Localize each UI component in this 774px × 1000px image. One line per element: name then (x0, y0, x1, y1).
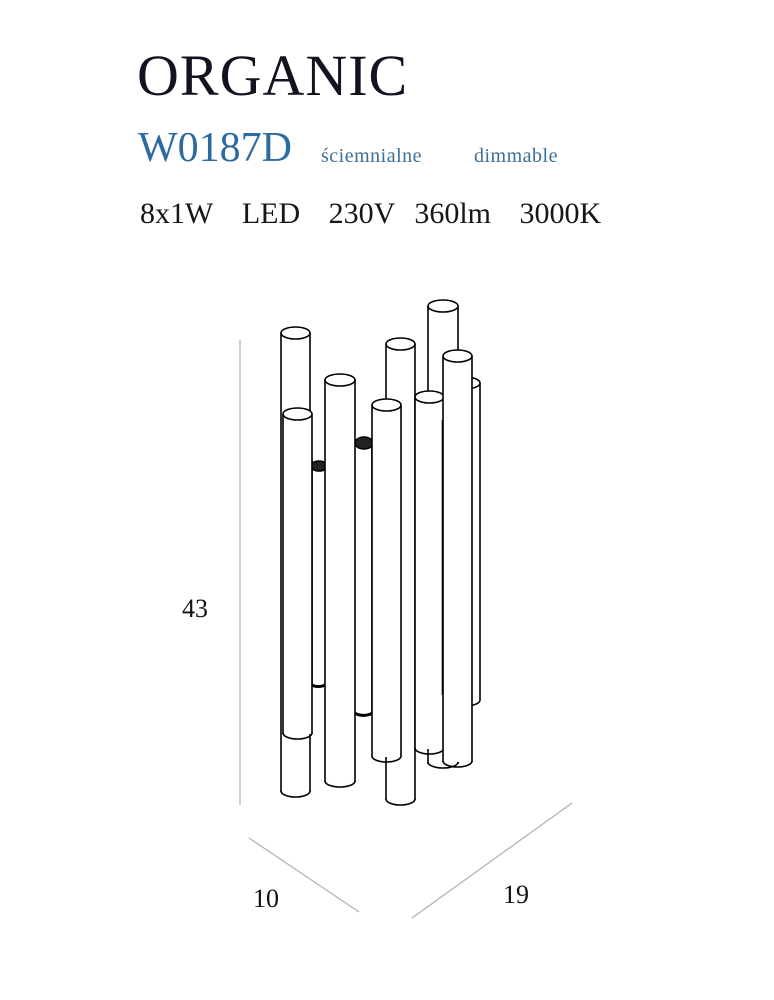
width-dimension-line (411, 802, 573, 919)
tube-right-front (442, 349, 473, 768)
height-dimension: 43 (182, 594, 208, 623)
spec-lumens: 360lm (414, 197, 491, 230)
product-code: W0187D (138, 125, 292, 171)
depth-dimension: 10 (253, 884, 279, 913)
product-name: ORGANIC (137, 43, 409, 108)
spec-power: 8x1W (140, 197, 214, 230)
tube-right (414, 390, 445, 755)
tube-connector-center (352, 436, 375, 717)
dimmable-label-en: dimmable (474, 145, 558, 167)
width-dimension: 19 (503, 880, 529, 909)
tube-center-front (371, 398, 402, 763)
spec-voltage: 230V (328, 197, 396, 230)
tube-middle (324, 373, 356, 788)
spec-source: LED (241, 197, 301, 230)
depth-dimension-line (248, 837, 360, 913)
dimension-lines (239, 340, 573, 919)
tube-left-front (282, 407, 313, 740)
spec-color-temp: 3000K (519, 197, 602, 230)
spec-line: 8x1W LED 230V 360lm 3000K (140, 196, 601, 232)
dimmable-label-pl: ściemnialne (321, 145, 423, 167)
